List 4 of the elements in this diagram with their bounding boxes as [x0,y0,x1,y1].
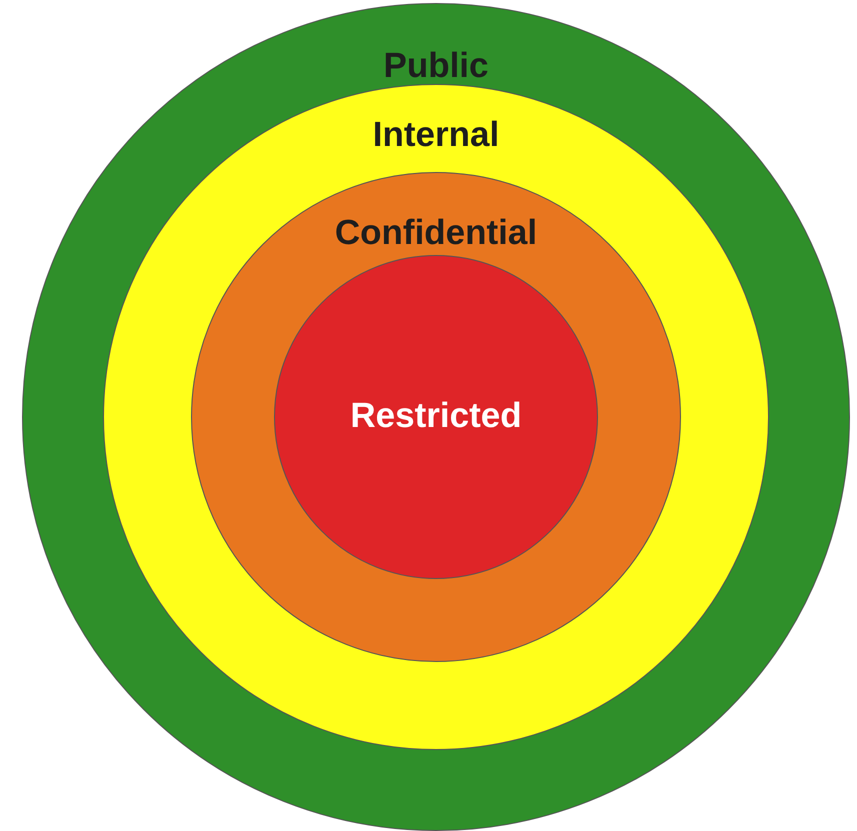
band-label: Internal [372,115,500,155]
band-label: Restricted [350,396,522,436]
band-label: Confidential [334,213,538,253]
band-label: Public [383,46,489,86]
